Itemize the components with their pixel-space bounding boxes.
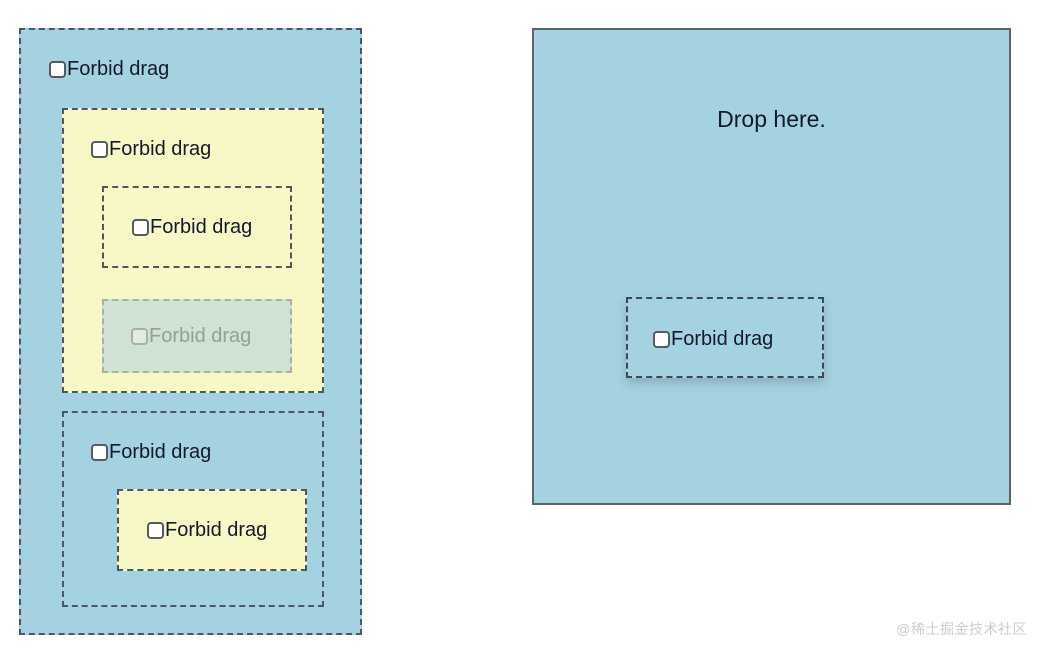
draggable-item-blue-group[interactable]: Forbid drag [91, 441, 211, 463]
source-panel[interactable]: Forbid drag Forbid drag Forbid drag Forb… [19, 28, 362, 635]
draggable-item-label: Forbid drag [67, 58, 170, 80]
checkbox-unchecked-icon[interactable] [91, 443, 108, 461]
checkbox-unchecked-icon[interactable] [132, 218, 149, 236]
checkbox-unchecked-icon[interactable] [653, 330, 670, 348]
draggable-item-label: Forbid drag [150, 216, 253, 238]
checkbox-unchecked-icon[interactable] [49, 60, 66, 78]
dragged-item[interactable]: Forbid drag [626, 297, 824, 378]
dragged-item-row[interactable]: Forbid drag [653, 328, 773, 350]
draggable-item-yellow-child[interactable]: Forbid drag [102, 186, 292, 268]
drag-placeholder: Forbid drag [102, 299, 292, 373]
checkbox-unchecked-icon [131, 327, 148, 345]
draggable-item-label: Forbid drag [109, 441, 212, 463]
draggable-item-label: Forbid drag [165, 519, 268, 541]
draggable-item-yellow-group[interactable]: Forbid drag [91, 138, 211, 160]
drop-zone[interactable]: Drop here. Forbid drag [532, 28, 1011, 505]
draggable-item-label: Forbid drag [109, 138, 212, 160]
watermark: @稀土掘金技术社区 [896, 621, 1027, 637]
drag-placeholder-label: Forbid drag [149, 325, 252, 347]
drop-zone-title: Drop here. [717, 106, 826, 132]
draggable-item-blue-child[interactable]: Forbid drag [117, 489, 307, 571]
draggable-group-yellow[interactable]: Forbid drag Forbid drag Forbid drag [62, 108, 324, 393]
draggable-item-root[interactable]: Forbid drag [49, 58, 169, 80]
draggable-group-blue[interactable]: Forbid drag Forbid drag [62, 411, 324, 607]
checkbox-unchecked-icon[interactable] [147, 521, 164, 539]
checkbox-unchecked-icon[interactable] [91, 140, 108, 158]
draggable-item-row[interactable]: Forbid drag [147, 519, 267, 541]
drag-placeholder-row: Forbid drag [131, 325, 251, 347]
dragged-item-label: Forbid drag [671, 328, 774, 350]
draggable-item-row[interactable]: Forbid drag [132, 216, 252, 238]
